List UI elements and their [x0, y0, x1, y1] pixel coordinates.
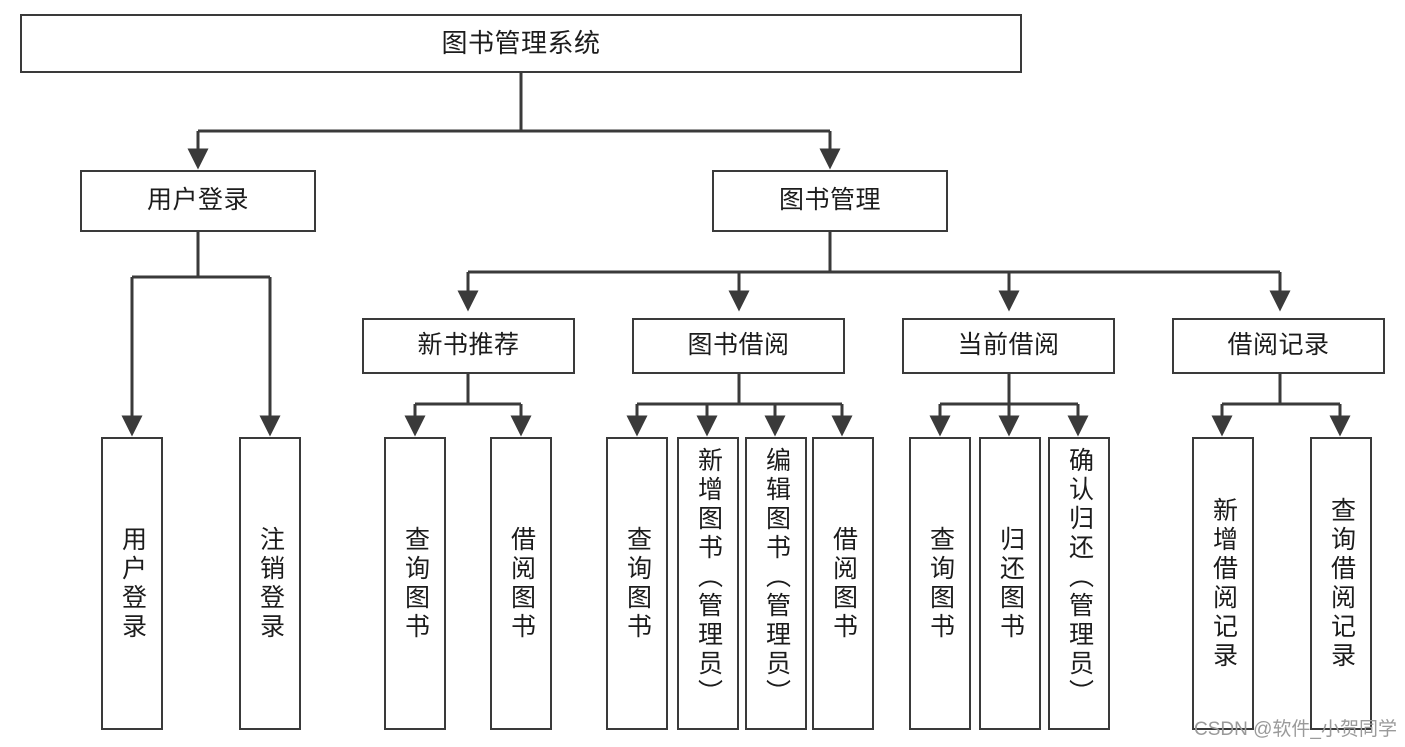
node-leaf-query-book-1[interactable]: 查询图书	[384, 437, 446, 730]
csdn-watermark: CSDN @软件_小贺同学	[1194, 719, 1397, 740]
node-leaf-borrow-book-1[interactable]: 借阅图书	[490, 437, 552, 730]
node-current-borrow-label: 当前借阅	[957, 331, 1060, 360]
node-user-login-label: 用户登录	[146, 186, 249, 215]
node-leaf-borrow-book-2[interactable]: 借阅图书	[812, 437, 874, 730]
node-leaf-borrow-book-1-label: 借阅图书	[507, 525, 536, 642]
node-leaf-return-book[interactable]: 归还图书	[979, 437, 1041, 730]
node-leaf-query-book-2-label: 查询图书	[623, 525, 652, 642]
node-book-management-label: 图书管理	[778, 186, 881, 215]
node-leaf-confirm-return-label: 确认归还（管理员）	[1065, 447, 1094, 708]
node-leaf-query-book-3[interactable]: 查询图书	[909, 437, 971, 730]
node-new-book-recommend[interactable]: 新书推荐	[362, 318, 575, 374]
node-leaf-logout-login-label: 注销登录	[256, 525, 285, 642]
node-leaf-query-record[interactable]: 查询借阅记录	[1310, 437, 1372, 730]
node-leaf-add-record-label: 新增借阅记录	[1209, 496, 1238, 671]
node-leaf-borrow-book-2-label: 借阅图书	[829, 525, 858, 642]
node-leaf-query-book-2[interactable]: 查询图书	[606, 437, 668, 730]
node-leaf-edit-book[interactable]: 编辑图书（管理员）	[745, 437, 807, 730]
node-leaf-add-book-label: 新增图书（管理员）	[694, 447, 723, 708]
node-user-login[interactable]: 用户登录	[80, 170, 316, 232]
node-book-borrow-label: 图书借阅	[687, 331, 790, 360]
node-leaf-query-record-label: 查询借阅记录	[1327, 496, 1356, 671]
node-leaf-edit-book-label: 编辑图书（管理员）	[762, 447, 791, 708]
node-root[interactable]: 图书管理系统	[20, 14, 1022, 73]
node-book-management[interactable]: 图书管理	[712, 170, 948, 232]
node-leaf-confirm-return[interactable]: 确认归还（管理员）	[1048, 437, 1110, 730]
node-leaf-return-book-label: 归还图书	[996, 525, 1025, 642]
node-leaf-query-book-3-label: 查询图书	[926, 525, 955, 642]
node-current-borrow[interactable]: 当前借阅	[902, 318, 1115, 374]
node-book-borrow[interactable]: 图书借阅	[632, 318, 845, 374]
node-leaf-query-book-1-label: 查询图书	[401, 525, 430, 642]
node-borrow-record-label: 借阅记录	[1227, 331, 1330, 360]
node-leaf-logout-login[interactable]: 注销登录	[239, 437, 301, 730]
node-root-label: 图书管理系统	[441, 28, 601, 59]
node-leaf-add-book[interactable]: 新增图书（管理员）	[677, 437, 739, 730]
node-borrow-record[interactable]: 借阅记录	[1172, 318, 1385, 374]
node-leaf-add-record[interactable]: 新增借阅记录	[1192, 437, 1254, 730]
node-new-book-recommend-label: 新书推荐	[417, 331, 520, 360]
node-leaf-user-login-label: 用户登录	[118, 525, 147, 642]
node-leaf-user-login[interactable]: 用户登录	[101, 437, 163, 730]
